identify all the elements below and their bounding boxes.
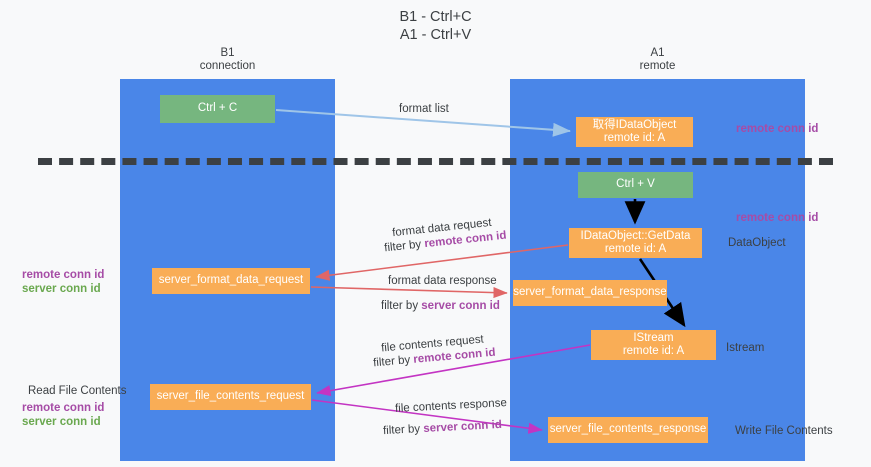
node-getdata-line1: IDataObject::GetData — [580, 229, 691, 242]
page-title: B1 - Ctrl+C A1 - Ctrl+V — [0, 8, 871, 44]
edge-format-data-response — [310, 286, 508, 299]
node-ctrl-v[interactable]: Ctrl + V — [578, 172, 693, 198]
server-conn-id-text-1: server conn id — [421, 300, 500, 312]
node-idataobject[interactable]: 取得IDataObject remote id: A — [576, 117, 693, 147]
annotation-remote-conn-id-left-2: remote conn id — [22, 402, 105, 414]
annotation-conn-ids-format: remote conn id server conn id — [22, 268, 104, 296]
node-ctrl-c-label: Ctrl + C — [197, 102, 238, 115]
filter-by-text-3: filter by — [372, 354, 411, 370]
swimlane-title-a1-line2: remote — [639, 60, 676, 72]
swimlane-title-b1-line2: connection — [199, 60, 256, 72]
node-server-format-data-response[interactable]: server_format_data_response — [513, 280, 667, 306]
annotation-server-conn-id-left-2: server conn id — [22, 416, 101, 428]
node-server-format-data-request[interactable]: server_format_data_request — [152, 268, 310, 294]
edge-file-contents-response — [311, 399, 543, 434]
annotation-server-conn-id-left-1: server conn id — [22, 283, 101, 295]
node-idataobject-line1: 取得IDataObject — [592, 118, 677, 131]
edge-format-list — [275, 109, 571, 137]
swimlane-title-b1-line1: B1 — [220, 47, 235, 59]
edge-label-filter-by-server-conn-id-1: filter by server conn id — [381, 299, 500, 313]
edge-file-contents-request — [316, 344, 591, 397]
annotation-remote-conn-id-left-1: remote conn id — [22, 269, 105, 281]
node-istream-line2: remote id: A — [622, 345, 685, 357]
swimlane-title-a1: A1 remote — [510, 47, 805, 73]
edge-label-format-list: format list — [399, 103, 449, 115]
node-server-file-contents-request-label: server_file_contents_request — [156, 390, 305, 403]
node-istream-line1: IStream — [633, 331, 674, 344]
node-ctrl-c[interactable]: Ctrl + C — [160, 95, 275, 123]
filter-by-text-4: filter by — [382, 423, 421, 438]
annotation-dataobject: DataObject — [728, 237, 786, 249]
node-server-file-contents-response[interactable]: server_file_contents_response — [548, 417, 708, 443]
section-divider — [38, 158, 833, 165]
annotation-conn-ids-file: remote conn id server conn id — [22, 401, 104, 429]
swimlane-title-b1: B1 connection — [120, 47, 335, 73]
diagram-title-line2: A1 - Ctrl+V — [399, 27, 472, 43]
node-server-format-data-request-label: server_format_data_request — [158, 274, 304, 287]
edge-label-format-data-response: format data response — [388, 275, 497, 287]
annotation-read-file-contents: Read File Contents — [28, 385, 127, 397]
node-ctrl-v-label: Ctrl + V — [616, 178, 655, 191]
node-idataobject-getdata[interactable]: IDataObject::GetData remote id: A — [569, 228, 702, 258]
node-getdata-line2: remote id: A — [604, 243, 667, 255]
filter-by-text-2: filter by — [381, 300, 419, 312]
annotation-istream: Istream — [726, 342, 765, 354]
swimlane-title-a1-line1: A1 — [650, 47, 665, 59]
filter-by-text-1: filter by — [383, 238, 422, 255]
node-server-file-contents-response-label: server_file_contents_response — [549, 423, 707, 436]
node-server-format-data-response-label: server_format_data_response — [513, 286, 667, 299]
node-idataobject-line2: remote id: A — [603, 132, 666, 144]
node-istream[interactable]: IStream remote id: A — [591, 330, 716, 360]
annotation-remote-conn-id-middle: remote conn id — [736, 212, 819, 224]
annotation-remote-conn-id-top: remote conn id — [736, 123, 819, 135]
annotation-write-file-contents: Write File Contents — [735, 425, 833, 437]
node-server-file-contents-request[interactable]: server_file_contents_request — [150, 384, 311, 410]
diagram-title-line1: B1 - Ctrl+C — [399, 9, 472, 25]
edge-format-data-request — [315, 244, 569, 281]
